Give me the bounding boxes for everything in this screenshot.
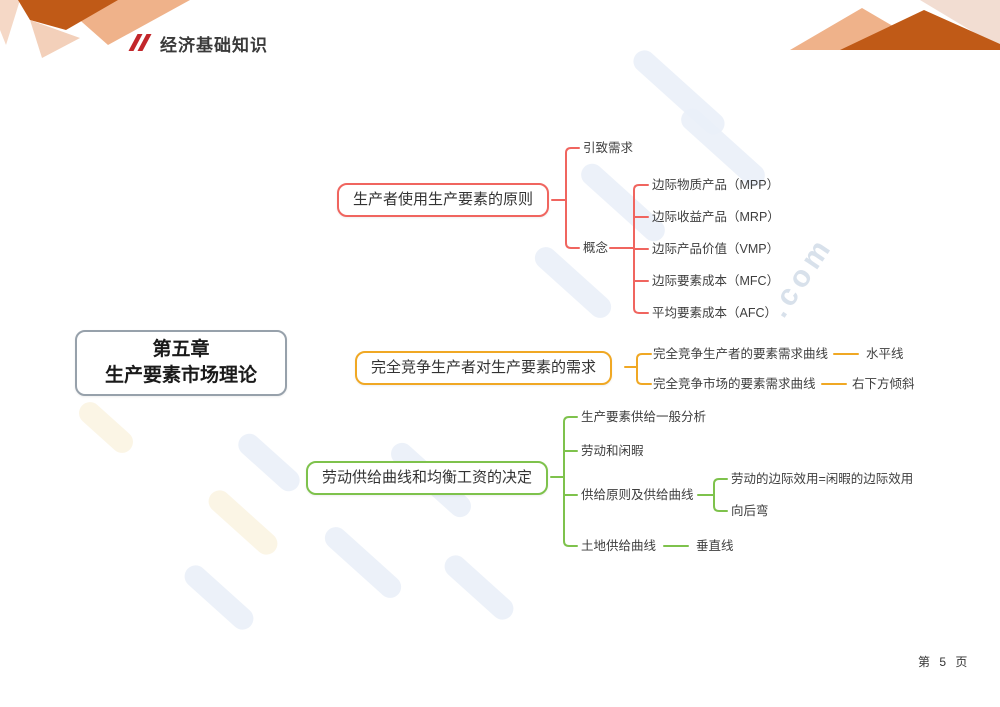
- leaf-supply-principle-curve: 供给原则及供给曲线: [581, 488, 694, 502]
- branch3-child-bracket: [550, 416, 578, 547]
- branch1-trunk: [279, 200, 346, 335]
- branch2-child-bracket: [624, 353, 652, 385]
- header-right-mountains-icon: [790, 0, 1000, 50]
- leaf-vmp: 边际产品价值（VMP）: [652, 242, 780, 256]
- footer-page-number: 第 5 页: [918, 655, 971, 669]
- branch1-node: 生产者使用生产要素的原则: [337, 183, 550, 217]
- page-title: 经济基础知识: [160, 36, 268, 55]
- root-node: 第五章 生产要素市场理论: [75, 330, 287, 396]
- root-line2: 生产要素市场理论: [104, 365, 257, 386]
- header-left-triangles-icon: [0, 0, 190, 58]
- leaf-market-demand-curve: 完全竞争市场的要素需求曲线: [653, 377, 816, 391]
- branch3-supply-bracket: [697, 478, 728, 512]
- branch3-trunk: [272, 393, 308, 474]
- note-horizontal-line: 水平线: [866, 347, 904, 361]
- leaf-backward-bending: 向后弯: [731, 504, 769, 518]
- leaf-marginal-utility-equality: 劳动的边际效用=闲暇的边际效用: [731, 472, 914, 486]
- branch2-trunk: [285, 363, 356, 371]
- note-vertical-line: 垂直线: [696, 539, 734, 553]
- leaf-labor-leisure: 劳动和闲暇: [581, 444, 644, 458]
- leaf-afc: 平均要素成本（AFC）: [652, 306, 778, 320]
- note-downward-sloping: 右下方倾斜: [852, 377, 915, 391]
- leaf-mpp: 边际物质产品（MPP）: [652, 178, 780, 192]
- leaf-land-supply-curve: 土地供给曲线: [581, 539, 657, 553]
- leaf-mrp: 边际收益产品（MRP）: [652, 210, 780, 224]
- branch2-node: 完全竞争生产者对生产要素的需求: [355, 351, 613, 385]
- leaf-mfc: 边际要素成本（MFC）: [652, 274, 780, 288]
- leaf-factor-supply-analysis: 生产要素供给一般分析: [581, 410, 707, 424]
- branch1-child-bracket: [551, 147, 580, 249]
- leaf-producer-demand-curve: 完全竞争生产者的要素需求曲线: [653, 347, 829, 361]
- leaf-concept: 概念: [583, 241, 609, 255]
- branch1-concept-bracket: [609, 184, 649, 314]
- leaf-derived-demand: 引致需求: [583, 141, 634, 155]
- branch3-node: 劳动供给曲线和均衡工资的决定: [306, 461, 549, 495]
- root-line1: 第五章: [152, 339, 210, 360]
